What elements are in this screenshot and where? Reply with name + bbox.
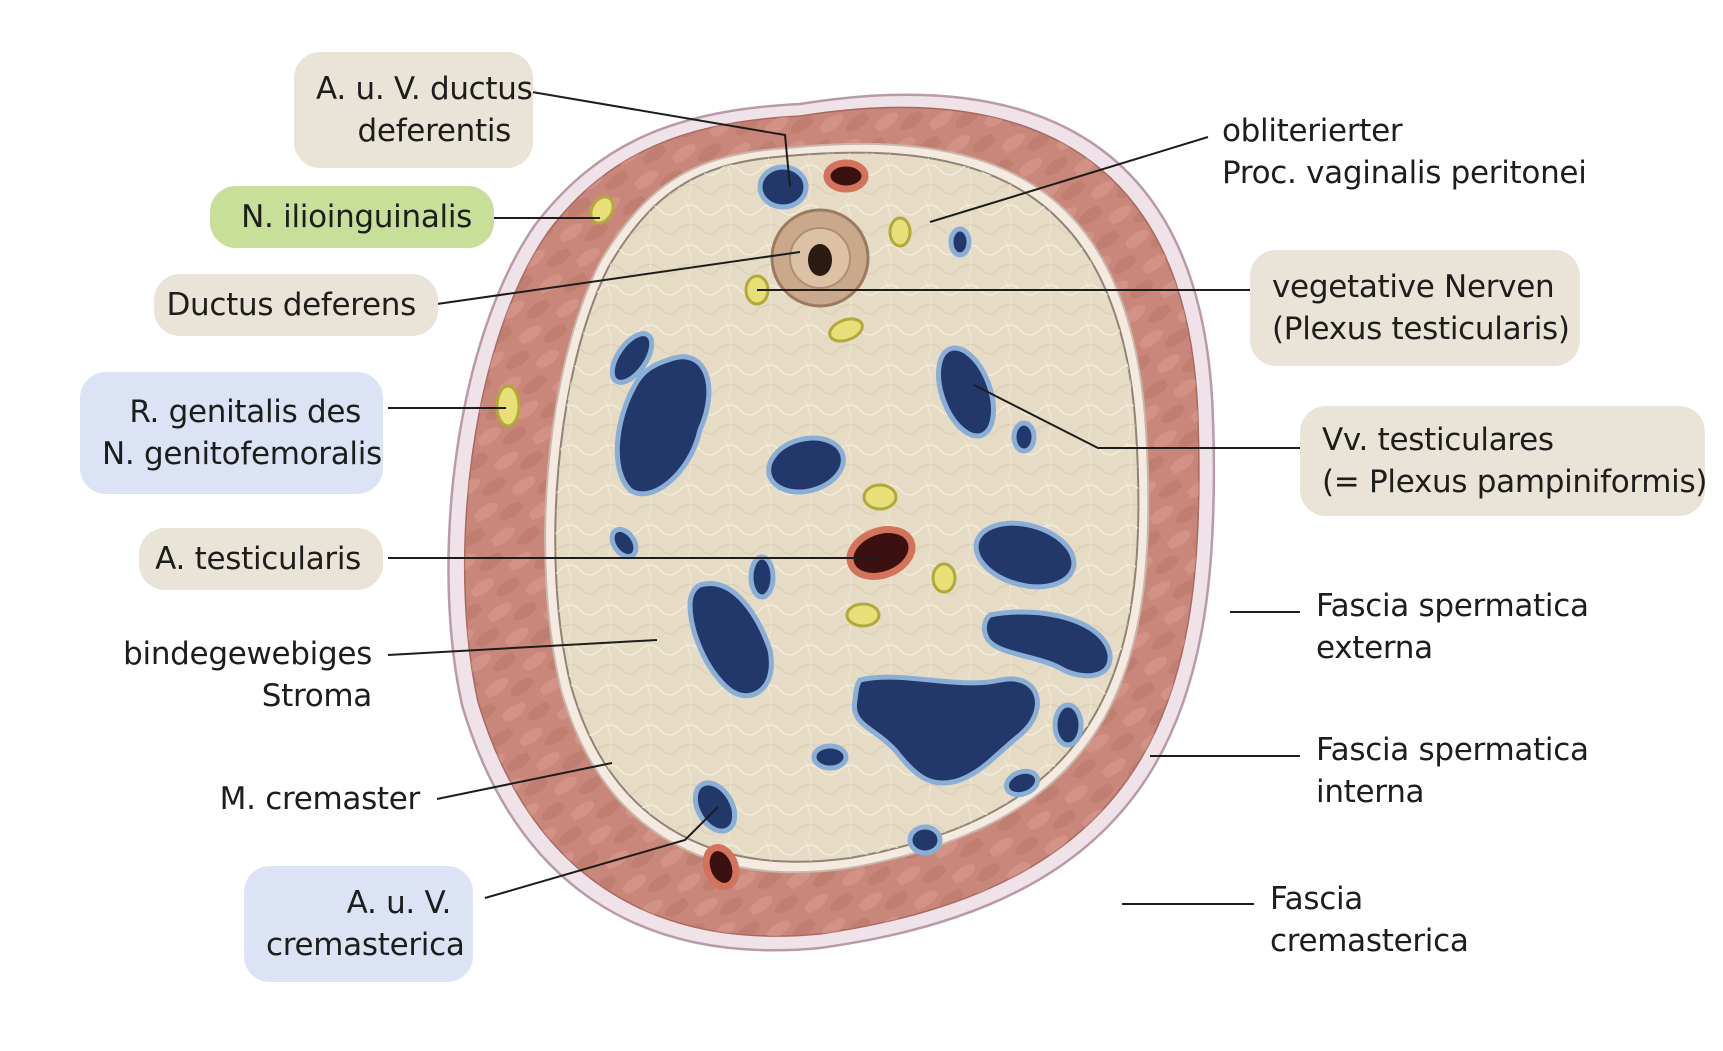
- label-line: Ductus deferens: [166, 287, 416, 323]
- r-genitalis-nerve: [495, 384, 521, 428]
- label-line: (Plexus testicularis): [1272, 311, 1570, 347]
- vein: [687, 581, 774, 699]
- nerve: [862, 483, 898, 511]
- vein: [948, 226, 972, 258]
- vein: [973, 520, 1077, 590]
- vv-testiculares: [609, 164, 1113, 856]
- label-line: externa: [1316, 630, 1433, 666]
- label-n-ilioinguinalis: N. ilioinguinalis: [210, 186, 494, 248]
- label-line: Vv. testiculares: [1322, 422, 1554, 458]
- n-ilioinguinalis-nerve: [589, 195, 615, 225]
- leader-ductus-deferens: [436, 251, 801, 305]
- label-auv-cremasterica: A. u. V. cremasterica: [244, 866, 473, 982]
- vein: [1004, 768, 1040, 798]
- label-ductus-deferens: Ductus deferens: [154, 274, 438, 336]
- label-vv-testiculares: Vv. testiculares (= Plexus pampiniformis…: [1300, 406, 1708, 516]
- label-line: interna: [1316, 774, 1425, 810]
- nerve: [931, 562, 957, 594]
- label-line: Proc. vaginalis peritonei: [1222, 155, 1587, 191]
- a-cremasterica: [702, 844, 740, 890]
- label-line: A. u. V.: [346, 885, 452, 921]
- label-line: (= Plexus pampiniformis): [1322, 464, 1708, 500]
- label-line: R. genitalis des: [129, 394, 361, 430]
- label-line: N. ilioinguinalis: [241, 199, 472, 235]
- label-line: Stroma: [261, 678, 373, 714]
- nerves: [495, 195, 957, 628]
- leader-lines: [387, 91, 1300, 905]
- nerve: [845, 602, 881, 628]
- vein: [936, 345, 996, 439]
- label-fascia-cremasterica: Fascia cremasterica: [1270, 878, 1530, 962]
- leader-m-cremaster: [436, 762, 613, 800]
- label-line: cremasterica: [266, 927, 465, 963]
- vein: [614, 354, 712, 497]
- vein-ductus: [757, 164, 809, 210]
- label-line: Fascia spermatica: [1316, 588, 1589, 624]
- label-line: vegetative Nerven: [1272, 269, 1555, 305]
- label-a-testicularis: A. testicularis: [139, 528, 383, 590]
- vein: [748, 554, 776, 600]
- label-line: A. testicularis: [155, 541, 361, 577]
- label-line: cremasterica: [1270, 923, 1469, 959]
- a-testicularis: [846, 526, 916, 580]
- label-r-genitalis: R. genitalis des N. genitofemoralis: [80, 372, 383, 494]
- label-proc-vaginalis: obliterierter Proc. vaginalis peritonei: [1222, 110, 1612, 194]
- label-line: M. cremaster: [219, 781, 421, 817]
- label-fascia-spermatica-interna: Fascia spermatica interna: [1316, 729, 1616, 813]
- ductus-deferens: [770, 208, 870, 308]
- leader-proc-vaginalis: [929, 136, 1209, 223]
- label-fascia-spermatica-externa: Fascia spermatica externa: [1316, 585, 1616, 669]
- vein: [609, 526, 639, 560]
- vein: [811, 743, 849, 771]
- label-vegetative-nerven: vegetative Nerven (Plexus testicularis): [1250, 250, 1580, 366]
- label-m-cremaster: M. cremaster: [180, 778, 421, 820]
- vein: [609, 331, 655, 385]
- label-auv-ductus-deferentis: A. u. V. ductus deferentis: [294, 52, 533, 168]
- vein: [981, 609, 1113, 679]
- nerve: [888, 216, 912, 248]
- leader-stroma: [387, 639, 658, 656]
- vein: [766, 435, 846, 495]
- label-stroma: bindegewebiges Stroma: [100, 633, 372, 717]
- leader-auv-ductus: [531, 91, 791, 188]
- vein: [1052, 702, 1084, 748]
- vein: [1011, 420, 1037, 454]
- label-line: N. genitofemoralis: [102, 436, 382, 472]
- nerve: [828, 317, 864, 343]
- label-line: deferentis: [357, 113, 512, 149]
- label-line: bindegewebiges: [123, 636, 372, 672]
- arteries: [702, 159, 916, 890]
- label-line: obliterierter: [1222, 113, 1403, 149]
- a-ductus-deferentis: [823, 159, 869, 193]
- leader-vv-testiculares: [973, 384, 1300, 449]
- vein: [851, 674, 1040, 786]
- label-line: Fascia spermatica: [1316, 732, 1589, 768]
- leader-auv-cremasterica: [484, 806, 719, 899]
- label-line: Fascia: [1270, 881, 1363, 917]
- vein: [907, 824, 943, 856]
- label-line: A. u. V. ductus: [316, 71, 533, 107]
